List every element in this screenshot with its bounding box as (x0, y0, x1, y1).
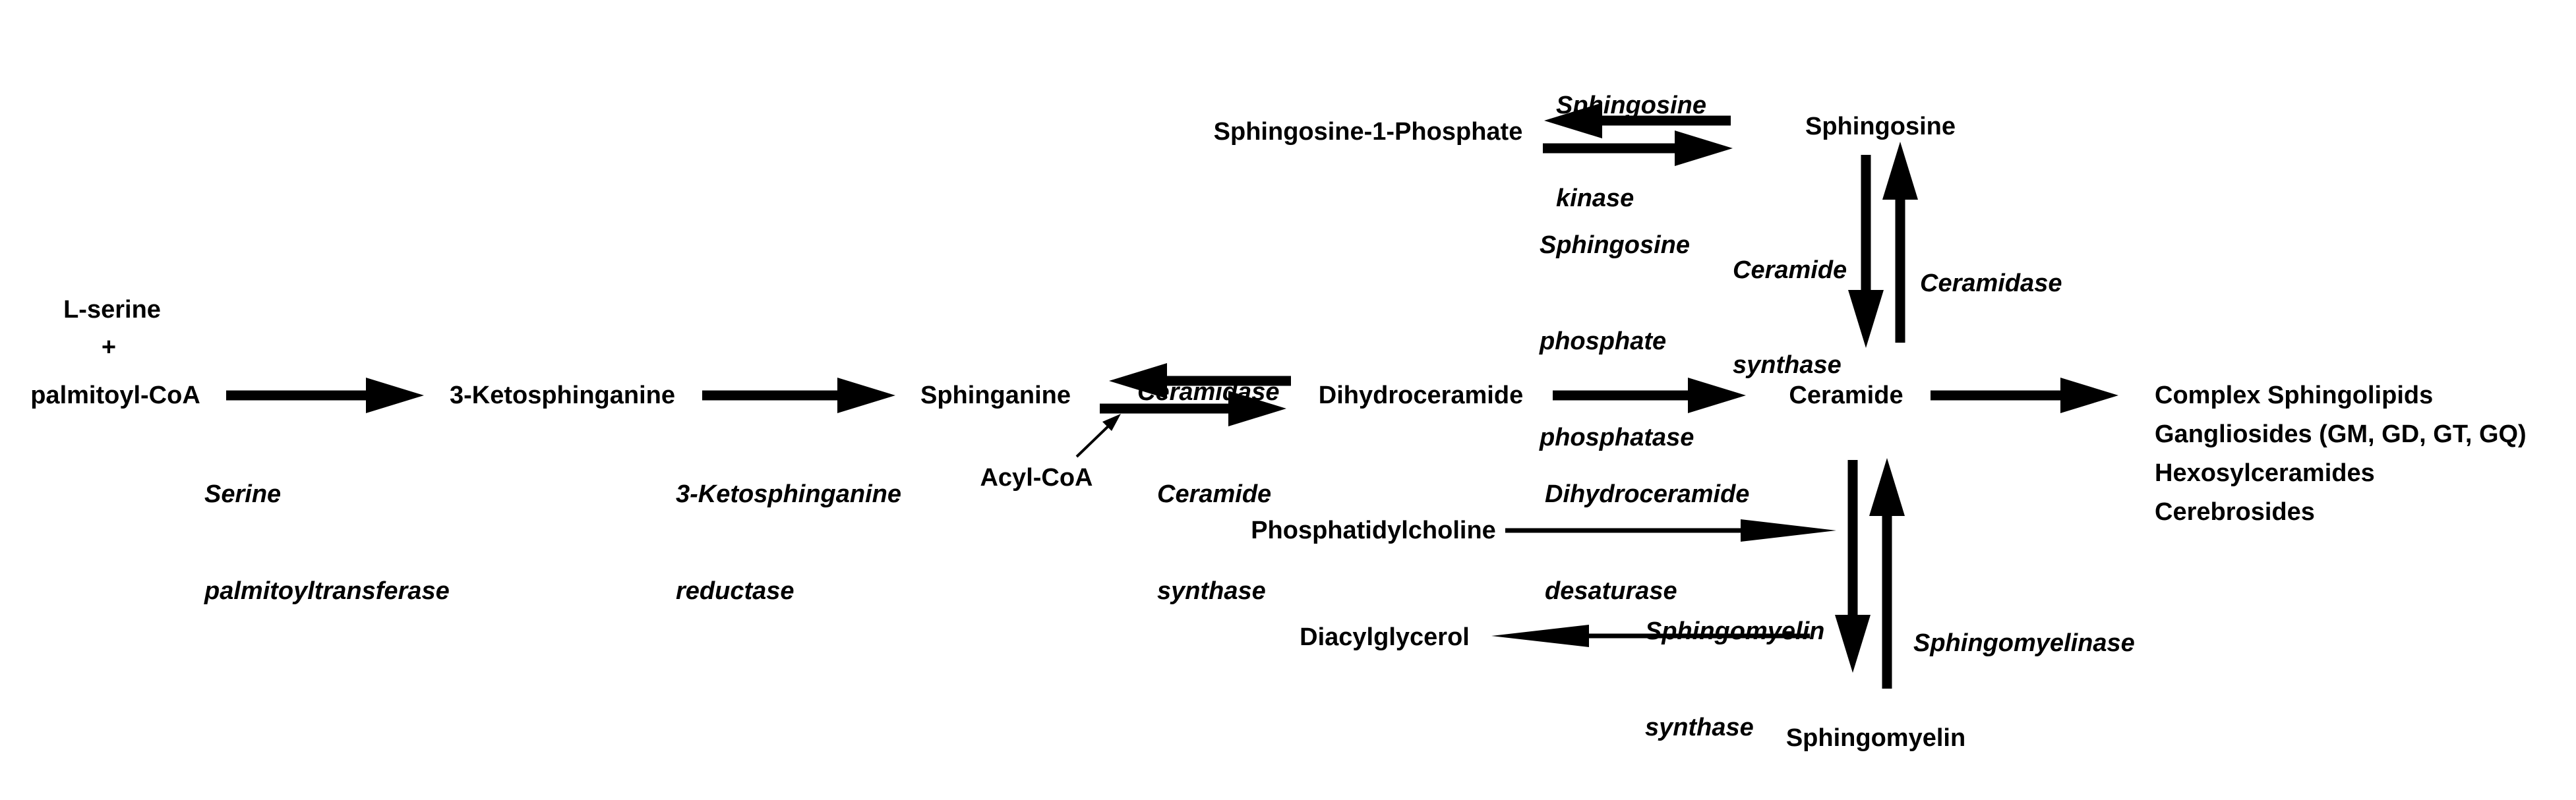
enzyme-ceramidase-right: Ceramidase (1920, 211, 2062, 356)
arrow-ceramide-to-sphingomyelin (1835, 460, 1871, 673)
enzyme-label-line: Ceramide (1733, 256, 1847, 284)
metabolite-sphingomyelin: Sphingomyelin (1785, 724, 1966, 752)
enzyme-label-line: Sphingosine (1540, 231, 1690, 259)
enzyme-label-line: 3-Ketosphinganine (676, 480, 902, 508)
metabolite-acyl-coa: Acyl-CoA (980, 464, 1093, 492)
enzyme-label-line: kinase (1556, 185, 1634, 212)
metabolite-3-ketosphinganine: 3-Ketosphinganine (449, 382, 676, 409)
product-hexosylceramides: Hexosylceramides (2155, 459, 2375, 487)
arrow-ketosphinganine-to-sphinganine (702, 378, 895, 413)
enzyme-sphingosine-kinase: Sphingosine kinase (1556, 33, 1706, 271)
arrow-phosphatidylcholine-input (1505, 519, 1836, 542)
enzyme-ceramidase-left: Ceramidase (1137, 320, 1279, 465)
arrow-serine-to-ketosphinganine (226, 378, 424, 413)
arrow-sphingomyelin-to-ceramide (1869, 458, 1905, 689)
metabolite-palmitoyl-coa: palmitoyl-CoA (30, 382, 200, 409)
arrow-dihydroceramide-to-sphinganine (1109, 363, 1291, 399)
metabolite-sphingosine-1-phosphate: Sphingosine-1-Phosphate (1213, 118, 1523, 146)
arrow-acyl-coa-input (1075, 414, 1121, 458)
metabolite-sphinganine: Sphinganine (920, 382, 1071, 409)
arrow-sphingosine-to-ceramide (1848, 155, 1884, 348)
enzyme-label-line: palmitoyltransferase (204, 577, 450, 605)
metabolite-phosphatidylcholine: Phosphatidylcholine (1251, 517, 1496, 544)
enzyme-label-line: Ceramidase (1137, 378, 1280, 406)
enzyme-3-ketosphinganine-reductase: 3-Ketosphinganine reductase (676, 422, 901, 664)
arrow-diacylglycerol-output (1491, 625, 1810, 647)
enzyme-label-line: Sphingomyelinase (1913, 629, 2135, 657)
product-gangliosides: Gangliosides (GM, GD, GT, GQ) (2155, 420, 2527, 448)
enzyme-label-line: Serine (204, 480, 282, 508)
enzyme-label-line: synthase (1157, 577, 1266, 605)
enzyme-label-line: phosphatase (1540, 424, 1694, 451)
enzyme-dihydroceramide-desaturase: Dihydroceramide desaturase (1545, 422, 1749, 664)
product-complex-sphingolipids: Complex Sphingolipids (2155, 382, 2434, 409)
enzyme-label-line: Dihydroceramide (1545, 480, 1750, 508)
arrow-sphingosine-to-s1p (1544, 103, 1731, 138)
enzyme-label-line: Sphingomyelin (1645, 617, 1825, 645)
enzyme-label-line: Sphingosine (1556, 92, 1706, 119)
enzyme-label-line: synthase (1645, 714, 1754, 741)
enzyme-sphingomyelinase: Sphingomyelinase (1913, 571, 2135, 716)
enzyme-ceramide-synthase-right: Ceramide synthase (1733, 198, 1847, 438)
metabolite-sphingosine: Sphingosine (1805, 113, 1956, 140)
metabolite-dihydroceramide: Dihydroceramide (1318, 382, 1524, 409)
enzyme-sphingosine-phosphate-phosphatase: Sphingosine phosphate phosphatase (1540, 173, 1694, 510)
enzyme-label-line: synthase (1733, 351, 1842, 379)
enzyme-label-line: phosphate (1540, 328, 1667, 355)
enzyme-ceramide-synthase-left: Ceramide synthase (1157, 422, 1271, 664)
enzyme-label-line: desaturase (1545, 577, 1677, 605)
arrow-s1p-to-sphingosine (1543, 130, 1733, 166)
arrow-sphinganine-to-dihydroceramide (1100, 391, 1286, 426)
arrow-ceramide-to-complex (1931, 378, 2118, 413)
complex-products-list: Complex Sphingolipids Gangliosides (GM, … (2155, 381, 2527, 527)
metabolite-l-serine: L-serine (63, 296, 161, 324)
enzyme-label-line: Ceramide (1157, 480, 1272, 508)
enzyme-label-line: reductase (676, 577, 794, 605)
enzyme-sphingomyelin-synthase: Sphingomyelin synthase (1645, 559, 1824, 800)
metabolite-diacylglycerol: Diacylglycerol (1300, 623, 1470, 651)
product-cerebrosides: Cerebrosides (2155, 498, 2315, 526)
enzyme-serine-palmitoyltransferase: Serine palmitoyltransferase (204, 422, 450, 664)
metabolite-ceramide: Ceramide (1789, 382, 1903, 409)
enzyme-label-line: Ceramidase (1920, 270, 2062, 297)
arrow-dihydroceramide-to-ceramide (1553, 378, 1746, 413)
arrow-ceramide-to-sphingosine (1882, 142, 1918, 343)
plus-sign: + (101, 333, 117, 361)
